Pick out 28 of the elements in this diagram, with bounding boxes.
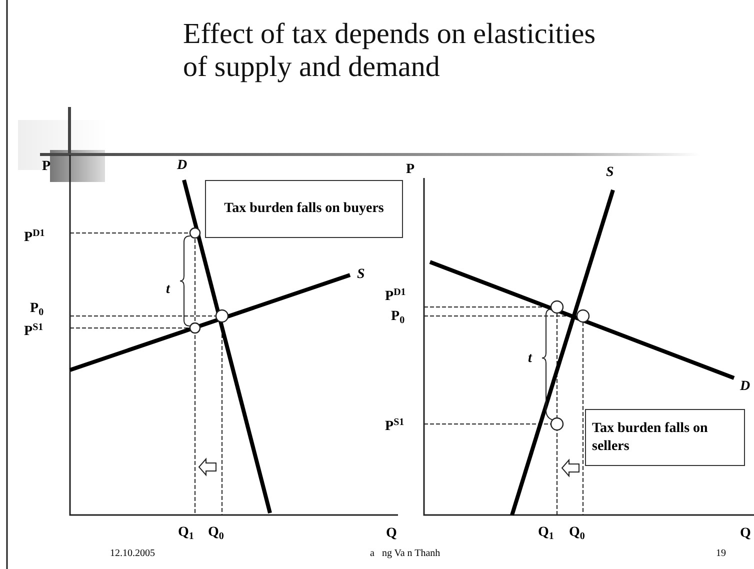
price-label: P$^{S1}$ [24,323,44,339]
curve-label: S [606,166,614,180]
quantity-label: Q$_{1}$ [538,526,554,542]
axis-label: Q [740,527,751,541]
text-box [585,409,745,466]
curve-label: D [740,380,750,394]
quantity-label: Q$_{1}$ [178,526,194,542]
quantity-label: Q$_{0}$ [569,526,585,542]
axis-label: Q [386,527,397,541]
price-label: P$^{D1}$ [24,229,45,245]
quantity-label: Q$_{0}$ [208,526,224,542]
callout-text: Tax burden falls on sellers [592,420,709,455]
callout-text: Tax burden falls on buyers [224,200,384,218]
price-label: P$^{S1}$ [385,418,404,434]
date-text: 12.10.2005 [110,549,155,559]
slide-title: Effect of tax depends on elasticities of supply and demand [183,18,597,85]
axis-label: P [406,163,415,177]
page-number: 19 [716,549,726,559]
curve-label: D [177,159,188,173]
tax-label: t [166,283,170,297]
text-box [205,180,403,238]
author-text: a ng Va n Thanh [370,549,440,559]
tax-label: t [528,352,532,366]
axis-label: P [42,160,51,174]
price-label: P$_{0}$ [391,310,405,326]
price-label: P$_{0}$ [30,302,44,318]
price-label: P$^{D1}$ [385,288,406,304]
curve-label: S [357,268,365,282]
